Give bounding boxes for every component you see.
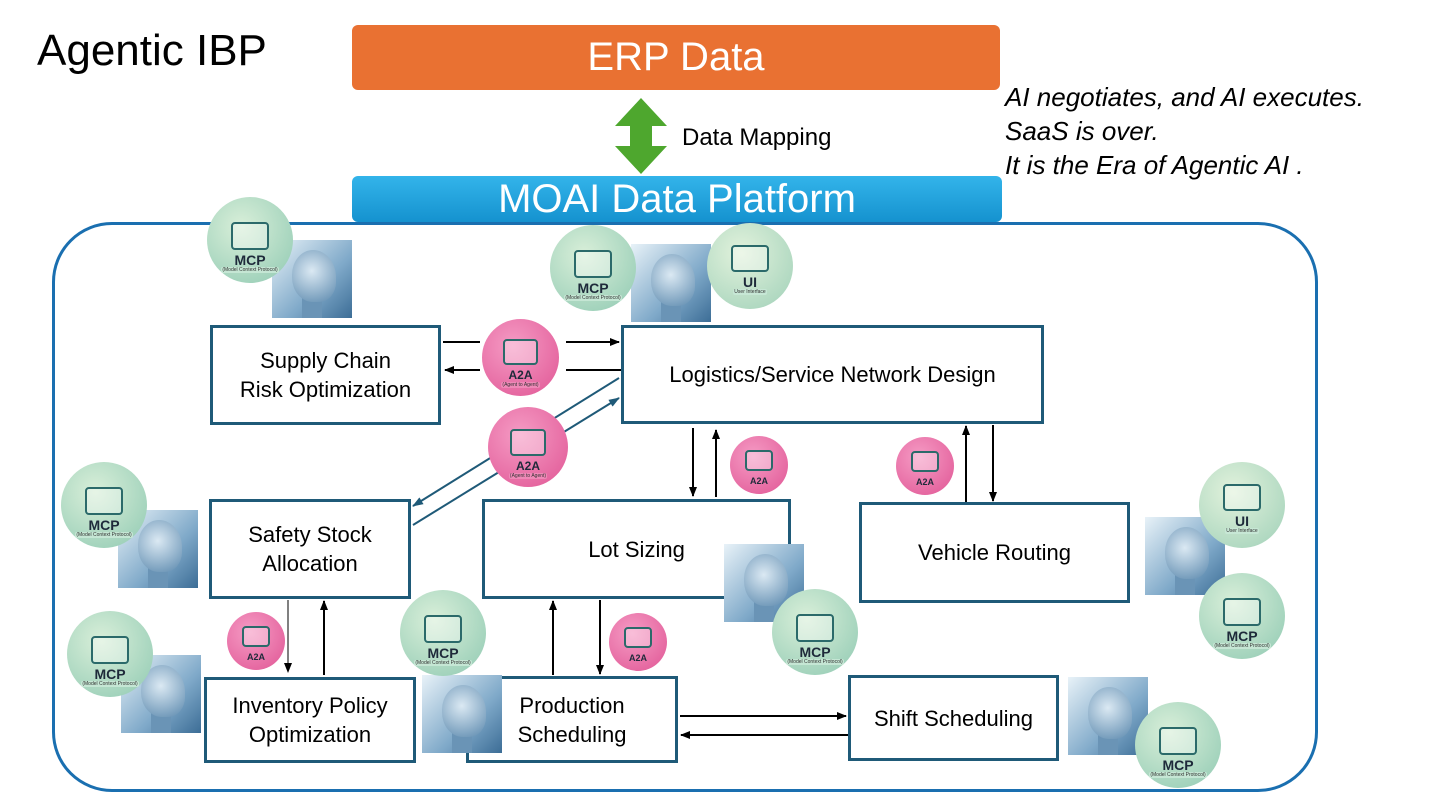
mcp-icon: MCP(Model Context Protocol) [550,225,636,311]
tagline-line: It is the Era of Agentic AI . [1005,150,1304,180]
mcp-label: MCP [88,517,120,533]
ai-brain-icon [631,244,711,322]
a2a-label: A2A [508,368,533,382]
tagline: AI negotiates, and AI executes. SaaS is … [1005,80,1364,182]
module-logistics-network-design[interactable]: Logistics/Service Network Design [621,325,1044,424]
mcp-sublabel: (Model Context Protocol) [564,295,622,301]
mcp-sublabel: (Model Context Protocol) [75,532,133,538]
ai-brain-icon [1068,677,1148,755]
mcp-label: MCP [94,666,126,682]
ui-label: UI [1235,513,1249,529]
a2a-label: A2A [628,653,647,663]
mcp-label: MCP [427,645,459,661]
erp-data-bar: ERP Data [352,25,1000,90]
page-title: Agentic IBP [37,26,267,75]
mcp-sublabel: (Model Context Protocol) [1149,772,1207,778]
a2a-icon: A2A(Agent to Agent) [488,407,568,487]
data-mapping-arrow-icon [615,98,667,174]
a2a-icon: A2A(Agent to Agent) [482,319,559,396]
mcp-label: MCP [577,280,609,296]
a2a-label: A2A [749,476,768,486]
mcp-label: MCP [799,644,831,660]
module-shift-scheduling[interactable]: Shift Scheduling [848,675,1059,761]
mcp-sublabel: (Model Context Protocol) [221,267,279,273]
mcp-icon: MCP(Model Context Protocol) [61,462,147,548]
mcp-sublabel: (Model Context Protocol) [414,660,472,666]
mcp-sublabel: (Model Context Protocol) [786,659,844,665]
mcp-label: MCP [234,252,266,268]
mcp-label: MCP [1162,757,1194,773]
mcp-icon: MCP(Model Context Protocol) [772,589,858,675]
moai-data-platform-bar: MOAI Data Platform [352,176,1002,222]
a2a-icon: A2A [609,613,667,671]
a2a-label: A2A [515,459,540,473]
a2a-label: A2A [246,652,265,662]
tagline-line: SaaS is over. [1005,116,1159,146]
mcp-sublabel: (Model Context Protocol) [81,681,139,687]
mcp-label: MCP [1226,628,1258,644]
a2a-sublabel: (Agent to Agent) [501,382,540,388]
module-safety-stock-allocation[interactable]: Safety Stock Allocation [209,499,411,599]
a2a-icon: A2A [730,436,788,494]
data-mapping-label: Data Mapping [682,124,832,151]
ui-sublabel: User Interface [1225,528,1259,534]
mcp-sublabel: (Model Context Protocol) [1213,643,1271,649]
tagline-line: AI negotiates, and AI executes. [1005,82,1364,112]
mcp-icon: MCP(Model Context Protocol) [400,590,486,676]
module-vehicle-routing[interactable]: Vehicle Routing [859,502,1130,603]
mcp-icon: MCP(Model Context Protocol) [1199,573,1285,659]
ai-brain-icon [724,544,804,622]
mcp-icon: MCP(Model Context Protocol) [67,611,153,697]
a2a-icon: A2A [227,612,285,670]
mcp-icon: MCP(Model Context Protocol) [1135,702,1221,788]
ai-brain-icon [422,675,502,753]
mcp-icon: MCP(Model Context Protocol) [207,197,293,283]
ai-brain-icon [1145,517,1225,595]
module-supply-chain-risk-optimization[interactable]: Supply Chain Risk Optimization [210,325,441,425]
a2a-icon: A2A [896,437,954,495]
agent-container [52,222,1318,792]
a2a-label: A2A [915,477,934,487]
ui-sublabel: User Interface [733,289,767,295]
a2a-sublabel: (Agent to Agent) [508,473,548,479]
ui-label: UI [743,274,757,290]
module-inventory-policy-optimization[interactable]: Inventory Policy Optimization [204,677,416,763]
